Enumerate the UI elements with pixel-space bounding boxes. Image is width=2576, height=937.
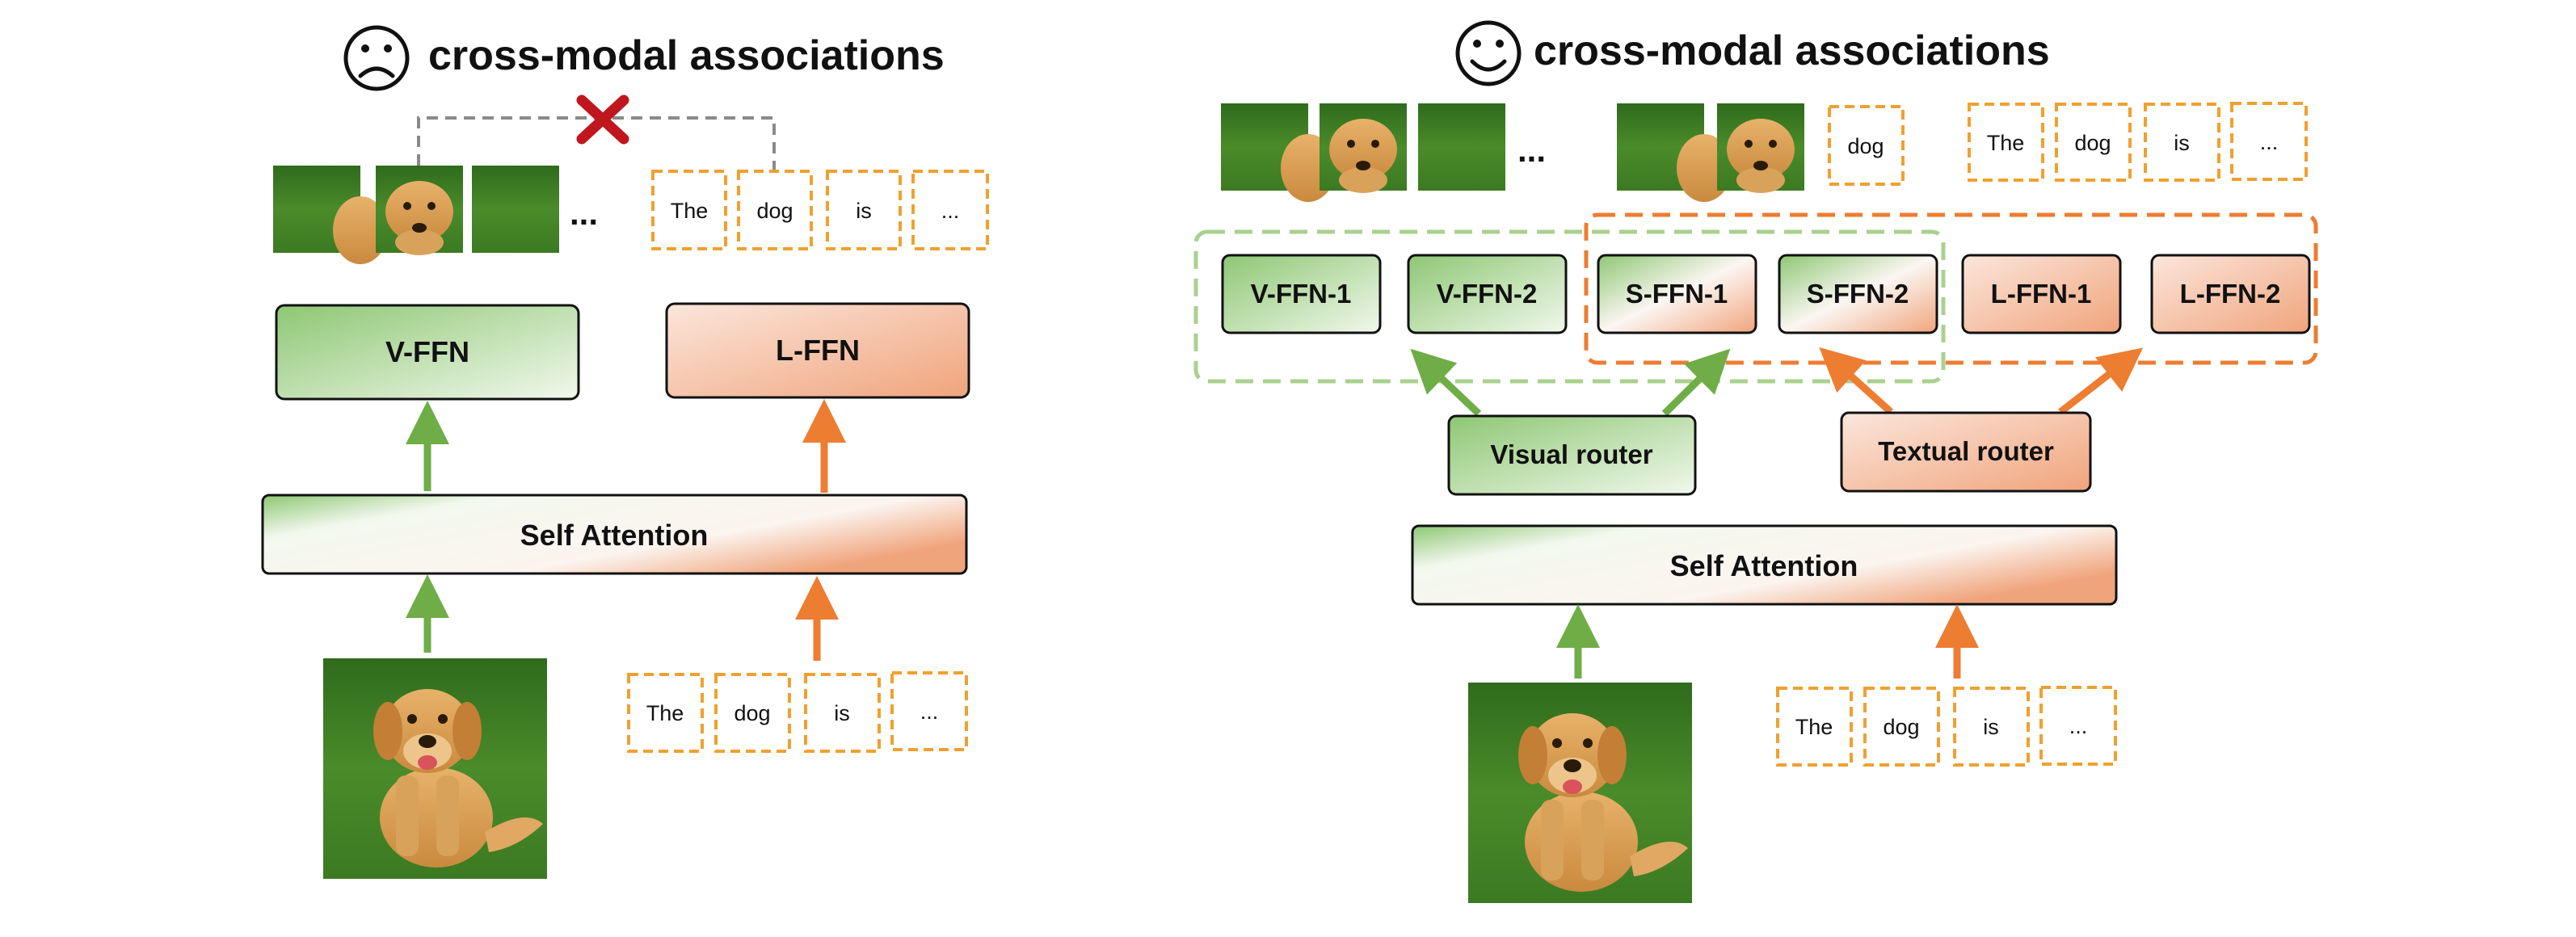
expert-box-v-ffn-1 <box>1221 254 1382 334</box>
top-token-list: The dog is ... <box>1968 102 2308 182</box>
left-panel: cross-modal associations <box>261 25 989 879</box>
token-box <box>1828 105 1905 186</box>
image-patch <box>1617 103 1732 202</box>
token-box <box>737 170 813 250</box>
textual-router-label: Textual router <box>1878 436 2054 466</box>
visual-router-label: Visual router <box>1490 439 1652 469</box>
token-box <box>2230 102 2308 181</box>
shared-language-expert-group <box>1584 212 2318 365</box>
cross-mark-icon <box>576 95 629 145</box>
expert-label: V-FFN-1 <box>1251 279 1352 309</box>
token-label: The <box>1795 715 1833 739</box>
dog-image <box>1468 683 1692 903</box>
token-label: ... <box>2260 130 2279 154</box>
self-attention-label: Self Attention <box>520 519 709 552</box>
image-patches <box>1221 103 1505 202</box>
l-ffn-box <box>665 302 970 399</box>
textual-router-arrow <box>1819 347 1894 415</box>
dog-image <box>323 658 547 879</box>
self-attention-box <box>261 494 968 575</box>
input-token-list: The dog is ... <box>627 671 968 753</box>
token-box <box>890 671 968 751</box>
token-label: dog <box>1883 715 1919 739</box>
token-box <box>1776 687 1853 767</box>
token-label: is <box>2174 131 2190 155</box>
image-patch <box>273 166 388 264</box>
left-title: cross-modal associations <box>428 32 945 79</box>
expert-label: S-FFN-1 <box>1626 279 1728 309</box>
token-box <box>2039 686 2117 766</box>
top-token-list: The dog is ... <box>651 170 989 250</box>
token-box <box>627 673 704 753</box>
expert-label: L-FFN-2 <box>2180 279 2281 309</box>
token-label: The <box>671 199 709 223</box>
token-box <box>826 170 902 250</box>
expert-label: L-FFN-1 <box>1991 279 2092 309</box>
patch-ellipsis: ... <box>570 194 598 232</box>
token-label: ... <box>2069 714 2088 738</box>
v-ffn-label: V-FFN <box>385 335 469 368</box>
expert-box-v-ffn-2 <box>1407 254 1568 334</box>
token-label: The <box>646 701 684 725</box>
expert-label: V-FFN-2 <box>1437 279 1538 309</box>
token-box <box>2144 103 2220 182</box>
token-box <box>651 170 727 250</box>
token-label: dog <box>1847 134 1884 158</box>
token-box <box>1953 687 2030 767</box>
visual-router-box <box>1447 414 1697 496</box>
expert-label: S-FFN-2 <box>1807 279 1909 309</box>
token-label: The <box>1987 131 2025 155</box>
token-box <box>911 170 989 250</box>
visual-router-arrow <box>1661 348 1731 417</box>
matched-patches <box>1617 103 1804 202</box>
expert-box-s-ffn-2 <box>1778 254 1938 334</box>
image-patch <box>472 166 559 253</box>
self-attention-label: Self Attention <box>1670 549 1858 582</box>
expert-box-s-ffn-1 <box>1597 254 1757 334</box>
token-box <box>1968 103 2044 182</box>
token-box <box>804 673 881 753</box>
expert-list: V-FFN-1 V-FFN-2 S-FFN-1 S-FFN-2 L-FFN-1 … <box>1221 254 2311 334</box>
v-ffn-box <box>275 304 580 401</box>
image-patches <box>273 166 559 264</box>
l-ffn-label: L-FFN <box>776 334 860 367</box>
token-label: dog <box>734 701 770 725</box>
right-title: cross-modal associations <box>1534 27 2050 74</box>
image-patch <box>1320 103 1407 193</box>
input-token-list: The dog is ... <box>1776 686 2117 767</box>
token-box <box>2055 103 2132 182</box>
token-label: ... <box>941 199 960 223</box>
right-panel: cross-modal associations ... <box>1193 20 2318 903</box>
image-patch <box>1418 103 1505 191</box>
token-label: dog <box>2074 131 2111 155</box>
visual-router-arrow <box>1410 348 1482 417</box>
vision-expert-group <box>1193 229 1946 384</box>
sad-face-icon <box>343 25 410 91</box>
self-attention-box <box>1411 524 2118 606</box>
token-label: is <box>856 199 872 223</box>
textual-router-arrow <box>2058 347 2144 415</box>
image-patch <box>1717 103 1804 193</box>
token-label: ... <box>920 700 939 724</box>
token-box <box>1863 687 1940 767</box>
image-patch <box>376 166 463 255</box>
token-label: is <box>834 701 850 725</box>
patch-ellipsis: ... <box>1517 131 1546 169</box>
image-patch <box>1221 103 1336 202</box>
token-label: is <box>1983 715 1999 739</box>
happy-face-icon <box>1455 20 1522 86</box>
token-box <box>714 673 791 753</box>
expert-box-l-ffn-2 <box>2150 254 2311 334</box>
textual-router-box <box>1840 411 2092 493</box>
expert-box-l-ffn-1 <box>1961 254 2122 334</box>
token-label: dog <box>756 199 793 223</box>
